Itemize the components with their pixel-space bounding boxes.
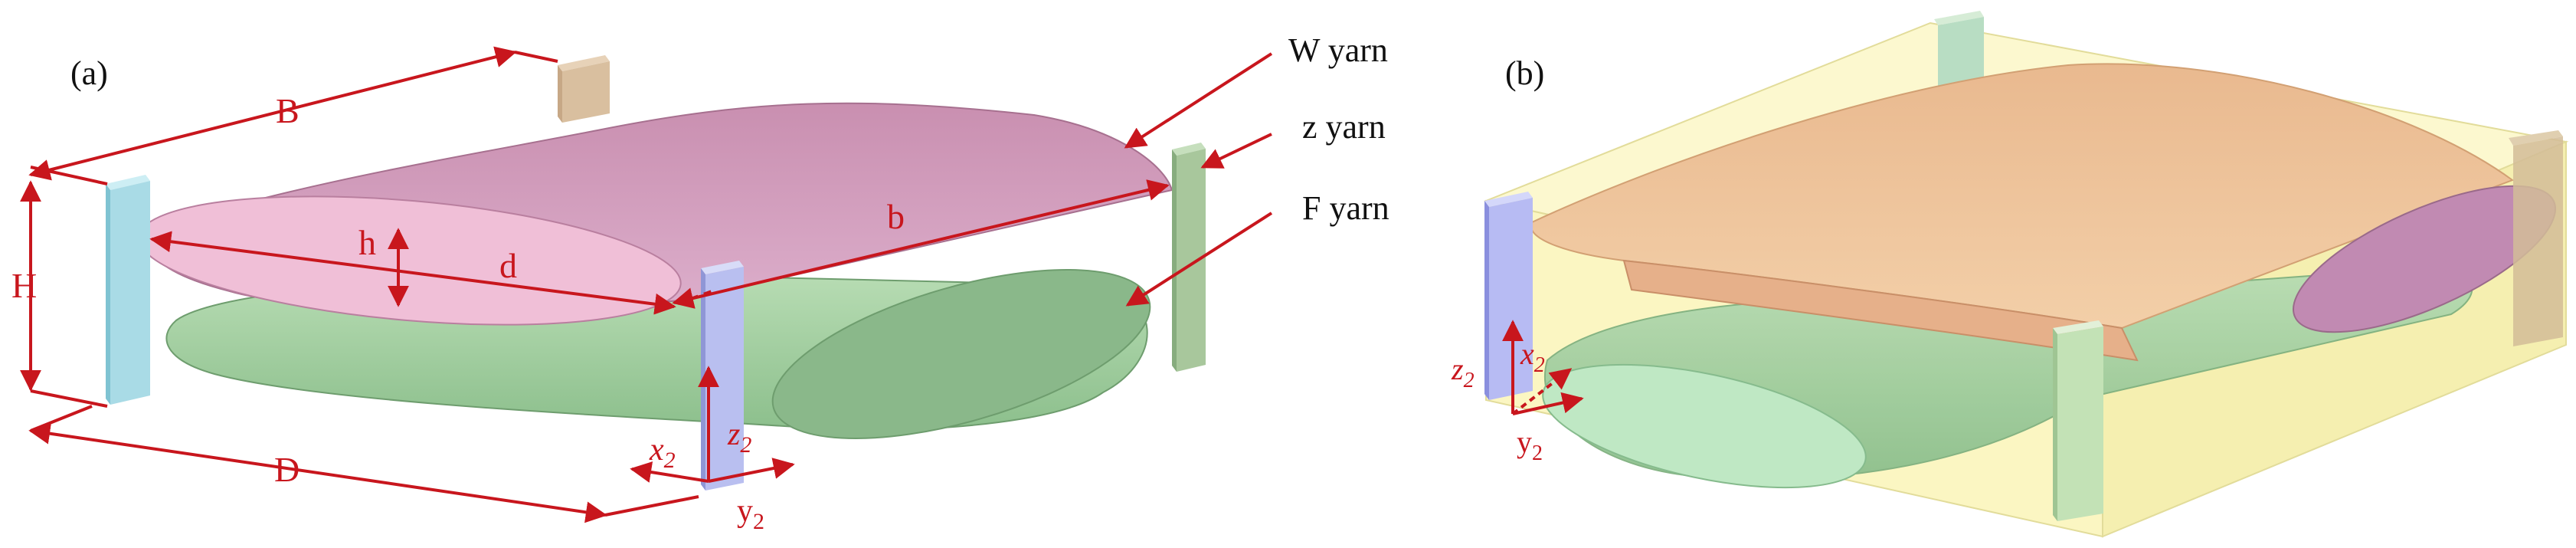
z-yarn-front-b xyxy=(2053,320,2103,521)
axis-y2-b: y2 xyxy=(1517,425,1543,465)
axis-x2-a: x2 xyxy=(649,432,676,473)
dim-label-B: B xyxy=(276,91,299,130)
axis-z2-a: z2 xyxy=(727,417,751,458)
label-w-yarn: W yarn xyxy=(1288,31,1388,69)
axes-b xyxy=(1502,320,1584,415)
z-yarn-left xyxy=(106,175,150,405)
z-yarn-right-b xyxy=(2509,130,2563,346)
z-yarn-left-b xyxy=(1484,192,1533,400)
axis-x2-b: x2 xyxy=(1520,336,1545,377)
label-z-yarn: z yarn xyxy=(1302,108,1386,146)
dim-label-H: H xyxy=(11,266,37,305)
z-yarn-back xyxy=(558,55,610,123)
dim-label-d: d xyxy=(499,246,517,285)
axis-z2-b: z2 xyxy=(1451,352,1475,392)
panel-a: (a) xyxy=(11,31,1389,534)
z-yarn-right xyxy=(1172,143,1206,372)
panel-a-label: (a) xyxy=(70,54,108,92)
dimension-lines-a xyxy=(20,46,1273,523)
panel-b-label: (b) xyxy=(1505,54,1544,92)
w-yarn-b xyxy=(1530,63,2556,362)
dim-label-b: b xyxy=(887,197,905,236)
label-f-yarn: F yarn xyxy=(1302,189,1389,227)
z-yarn-back-b xyxy=(1934,11,1984,92)
dim-label-h: h xyxy=(358,223,376,262)
axis-y2-a: y2 xyxy=(737,494,764,534)
dim-label-D: D xyxy=(274,450,299,489)
panel-b: (b) xyxy=(1451,11,2569,538)
